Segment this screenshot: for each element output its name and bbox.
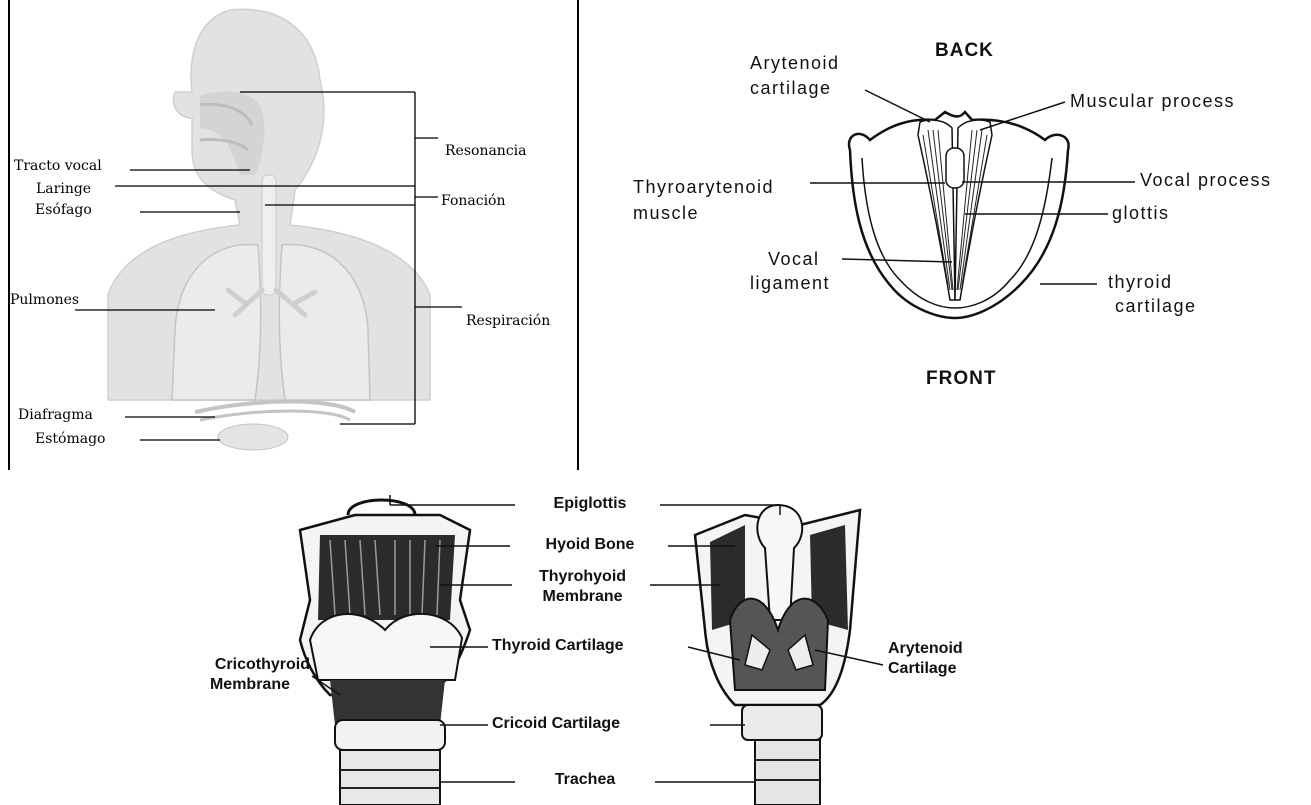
label-cricoid-cartilage: Cricoid Cartilage xyxy=(492,715,620,733)
glottis-illustration xyxy=(600,0,1311,470)
label-thyroid-cartilage-line2: cartilage xyxy=(1115,296,1197,317)
label-resonancia: Resonancia xyxy=(445,143,526,159)
label-vocal-process: Vocal process xyxy=(1140,170,1272,191)
respiratory-illustration xyxy=(0,0,600,470)
label-thyroarytenoid-line2: muscle xyxy=(633,203,699,224)
label-diafragma: Diafragma xyxy=(18,407,93,423)
label-cricothyroid-line1: Cricothyroid xyxy=(140,656,310,674)
label-epiglottis: Epiglottis xyxy=(520,495,660,513)
label-laringe: Laringe xyxy=(36,181,91,197)
header-front: FRONT xyxy=(926,368,996,390)
label-arytenoid-cartilage-line1: Arytenoid xyxy=(888,640,963,658)
label-thyrohyoid-line2: Membrane xyxy=(510,588,655,606)
respiratory-diagram-panel: Tracto vocal Laringe Esófago Pulmones Di… xyxy=(0,0,600,470)
label-esofago: Esófago xyxy=(35,202,92,218)
label-arytenoid-line2: cartilage xyxy=(750,78,832,99)
label-fonacion: Fonación xyxy=(441,193,506,209)
header-back: BACK xyxy=(935,40,994,62)
label-vocal-ligament-line1: Vocal xyxy=(768,249,820,270)
label-glottis: glottis xyxy=(1112,203,1170,224)
label-cricothyroid-line2: Membrane xyxy=(140,676,290,694)
label-tracto-vocal: Tracto vocal xyxy=(14,158,102,174)
label-arytenoid-cartilage-line2: Cartilage xyxy=(888,660,956,678)
label-thyroid-cartilage: Thyroid Cartilage xyxy=(492,637,624,655)
label-pulmones: Pulmones xyxy=(10,292,79,308)
label-estomago: Estómago xyxy=(35,431,105,447)
larynx-diagram-panel: Epiglottis Hyoid Bone Thyrohyoid Membran… xyxy=(0,470,1311,805)
label-trachea: Trachea xyxy=(520,771,650,789)
label-arytenoid-line1: Arytenoid xyxy=(750,53,840,74)
label-vocal-ligament-line2: ligament xyxy=(750,273,830,294)
label-hyoid-bone: Hyoid Bone xyxy=(510,536,670,554)
larynx-illustration xyxy=(0,470,1311,805)
label-thyrohyoid-line1: Thyrohyoid xyxy=(510,568,655,586)
label-thyroarytenoid-line1: Thyroarytenoid xyxy=(633,177,774,198)
label-thyroid-cartilage-line1: thyroid xyxy=(1108,272,1173,293)
glottis-diagram-panel: BACK FRONT Arytenoid cartilage Muscular … xyxy=(600,0,1311,470)
label-muscular-process: Muscular process xyxy=(1070,91,1235,112)
label-respiracion: Respiración xyxy=(466,313,550,329)
